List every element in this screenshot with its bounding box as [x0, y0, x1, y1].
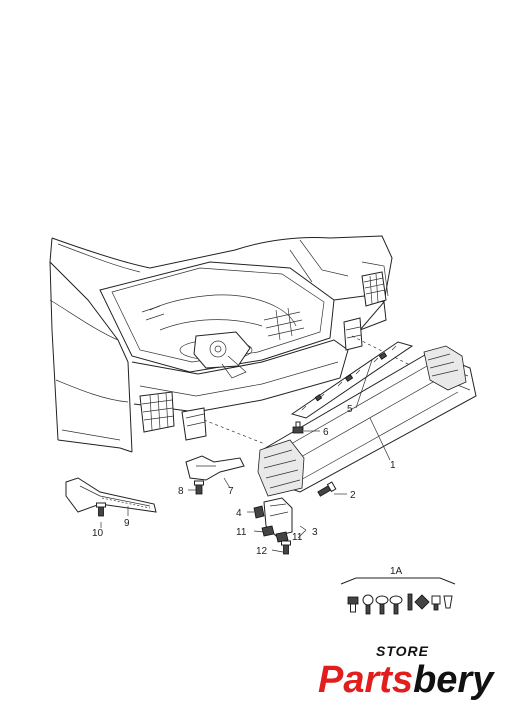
- callout-7: 7: [228, 486, 234, 497]
- logo-name: Partsbery: [318, 659, 495, 701]
- callout-11-right: 11: [292, 532, 303, 543]
- car-body-illustration: [49, 235, 413, 453]
- part-7-bracket: [185, 455, 245, 481]
- logo-store-text: STORE: [376, 643, 429, 659]
- part-9-trim-strip: [65, 477, 157, 513]
- callout-8: 8: [178, 486, 184, 497]
- callout-5: 5: [347, 404, 353, 415]
- callout-2: 2: [350, 490, 356, 501]
- right-tail-light: [361, 271, 387, 307]
- part-5-mounting-strip: [290, 341, 414, 419]
- partsbery-logo: STORE Partsbery: [318, 643, 495, 701]
- fasteners: [96, 421, 337, 555]
- part-1-bumper-carrier: [257, 345, 477, 497]
- callout-6: 6: [323, 427, 329, 438]
- callout-12: 12: [256, 546, 268, 557]
- callout-1a: 1A: [390, 566, 403, 577]
- leader-lines: [100, 359, 391, 553]
- callout-1: 1: [390, 460, 396, 471]
- hardware-kit-1a: [340, 577, 456, 615]
- callout-4: 4: [236, 508, 242, 519]
- logo-name-part2: bery: [413, 659, 495, 701]
- left-tail-light: [139, 391, 175, 433]
- callout-11-left: 11: [236, 527, 247, 538]
- logo-name-part1: Parts: [318, 659, 413, 701]
- callout-9: 9: [124, 518, 130, 529]
- callout-3: 3: [312, 527, 318, 538]
- callout-10: 10: [92, 528, 104, 539]
